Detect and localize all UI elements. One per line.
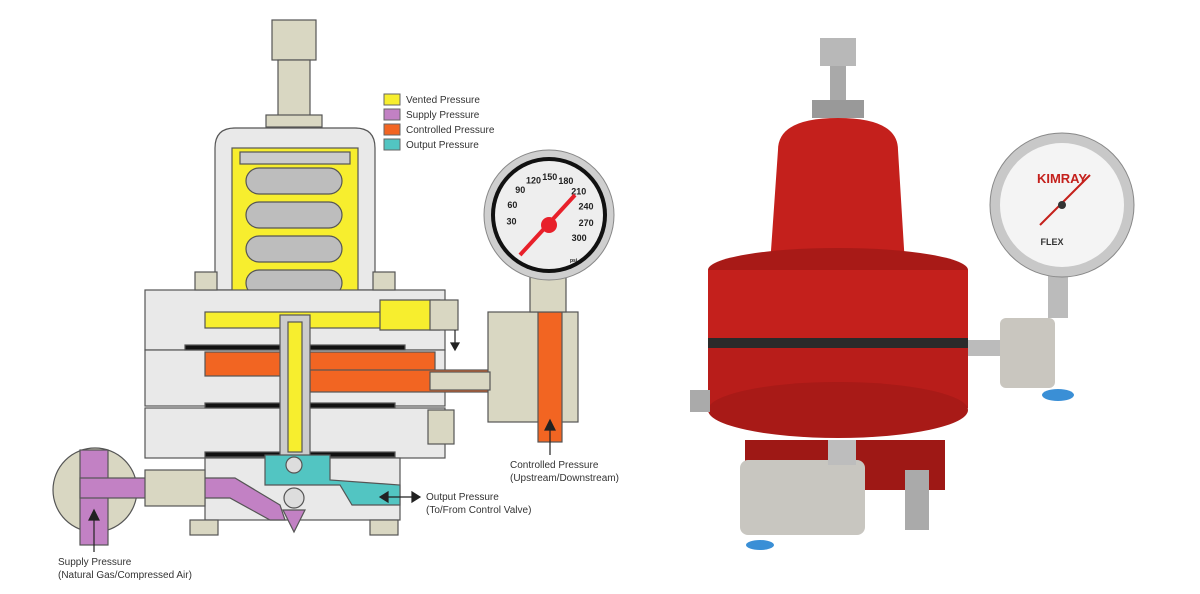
legend-swatch-vented bbox=[383, 93, 401, 106]
gauge-sub-logo: FLEX bbox=[1040, 237, 1063, 247]
legend: Vented Pressure Supply Pressure Controll… bbox=[383, 93, 495, 151]
legend-controlled: Controlled Pressure bbox=[406, 125, 495, 136]
gauge-tick-label: 30 bbox=[506, 216, 516, 226]
output-label: Output Pressure bbox=[426, 492, 499, 503]
photo-body bbox=[708, 270, 968, 340]
legend-swatch-supply bbox=[383, 108, 401, 121]
gauge-tick-label: 120 bbox=[526, 175, 541, 185]
photo-bonnet bbox=[770, 118, 905, 265]
legend-output: Output Pressure bbox=[406, 140, 479, 151]
controlled-label: Controlled Pressure bbox=[510, 460, 599, 471]
gauge-tick-label: 180 bbox=[558, 176, 573, 186]
legend-vented: Vented Pressure bbox=[406, 95, 480, 106]
photo-tee bbox=[1000, 318, 1055, 388]
gauge-tick-label: 90 bbox=[515, 185, 525, 195]
adjusting-screw bbox=[277, 59, 311, 121]
gauge-unit: psi bbox=[570, 258, 578, 264]
output-sublabel: (To/From Control Valve) bbox=[426, 505, 531, 516]
gauge-brand-logo: KIMRAY bbox=[1037, 171, 1087, 186]
supply-sublabel: (Natural Gas/Compressed Air) bbox=[58, 570, 192, 581]
lock-nut bbox=[265, 114, 323, 128]
cutaway-diagram bbox=[52, 19, 579, 546]
gauge-tick-label: 270 bbox=[579, 218, 594, 228]
gauge-tick-label: 300 bbox=[572, 233, 587, 243]
legend-supply: Supply Pressure bbox=[406, 110, 480, 121]
legend-swatch-output bbox=[383, 138, 401, 151]
supply-label: Supply Pressure bbox=[58, 557, 132, 568]
bolts bbox=[189, 271, 459, 536]
top-nut bbox=[271, 19, 317, 61]
photo-top-nut bbox=[820, 38, 856, 66]
controlled-sublabel: (Upstream/Downstream) bbox=[510, 473, 619, 484]
gauge-tick-label: 150 bbox=[542, 172, 557, 182]
tee-fitting bbox=[487, 311, 579, 423]
gauge-tick-label: 240 bbox=[578, 201, 593, 211]
gauge-tick-label: 60 bbox=[507, 200, 517, 210]
product-photo: KIMRAY FLEX bbox=[690, 38, 1135, 550]
gauge-tick-label: 210 bbox=[571, 186, 586, 196]
legend-swatch-controlled bbox=[383, 123, 401, 136]
photo-inlet-fitting bbox=[740, 460, 865, 535]
